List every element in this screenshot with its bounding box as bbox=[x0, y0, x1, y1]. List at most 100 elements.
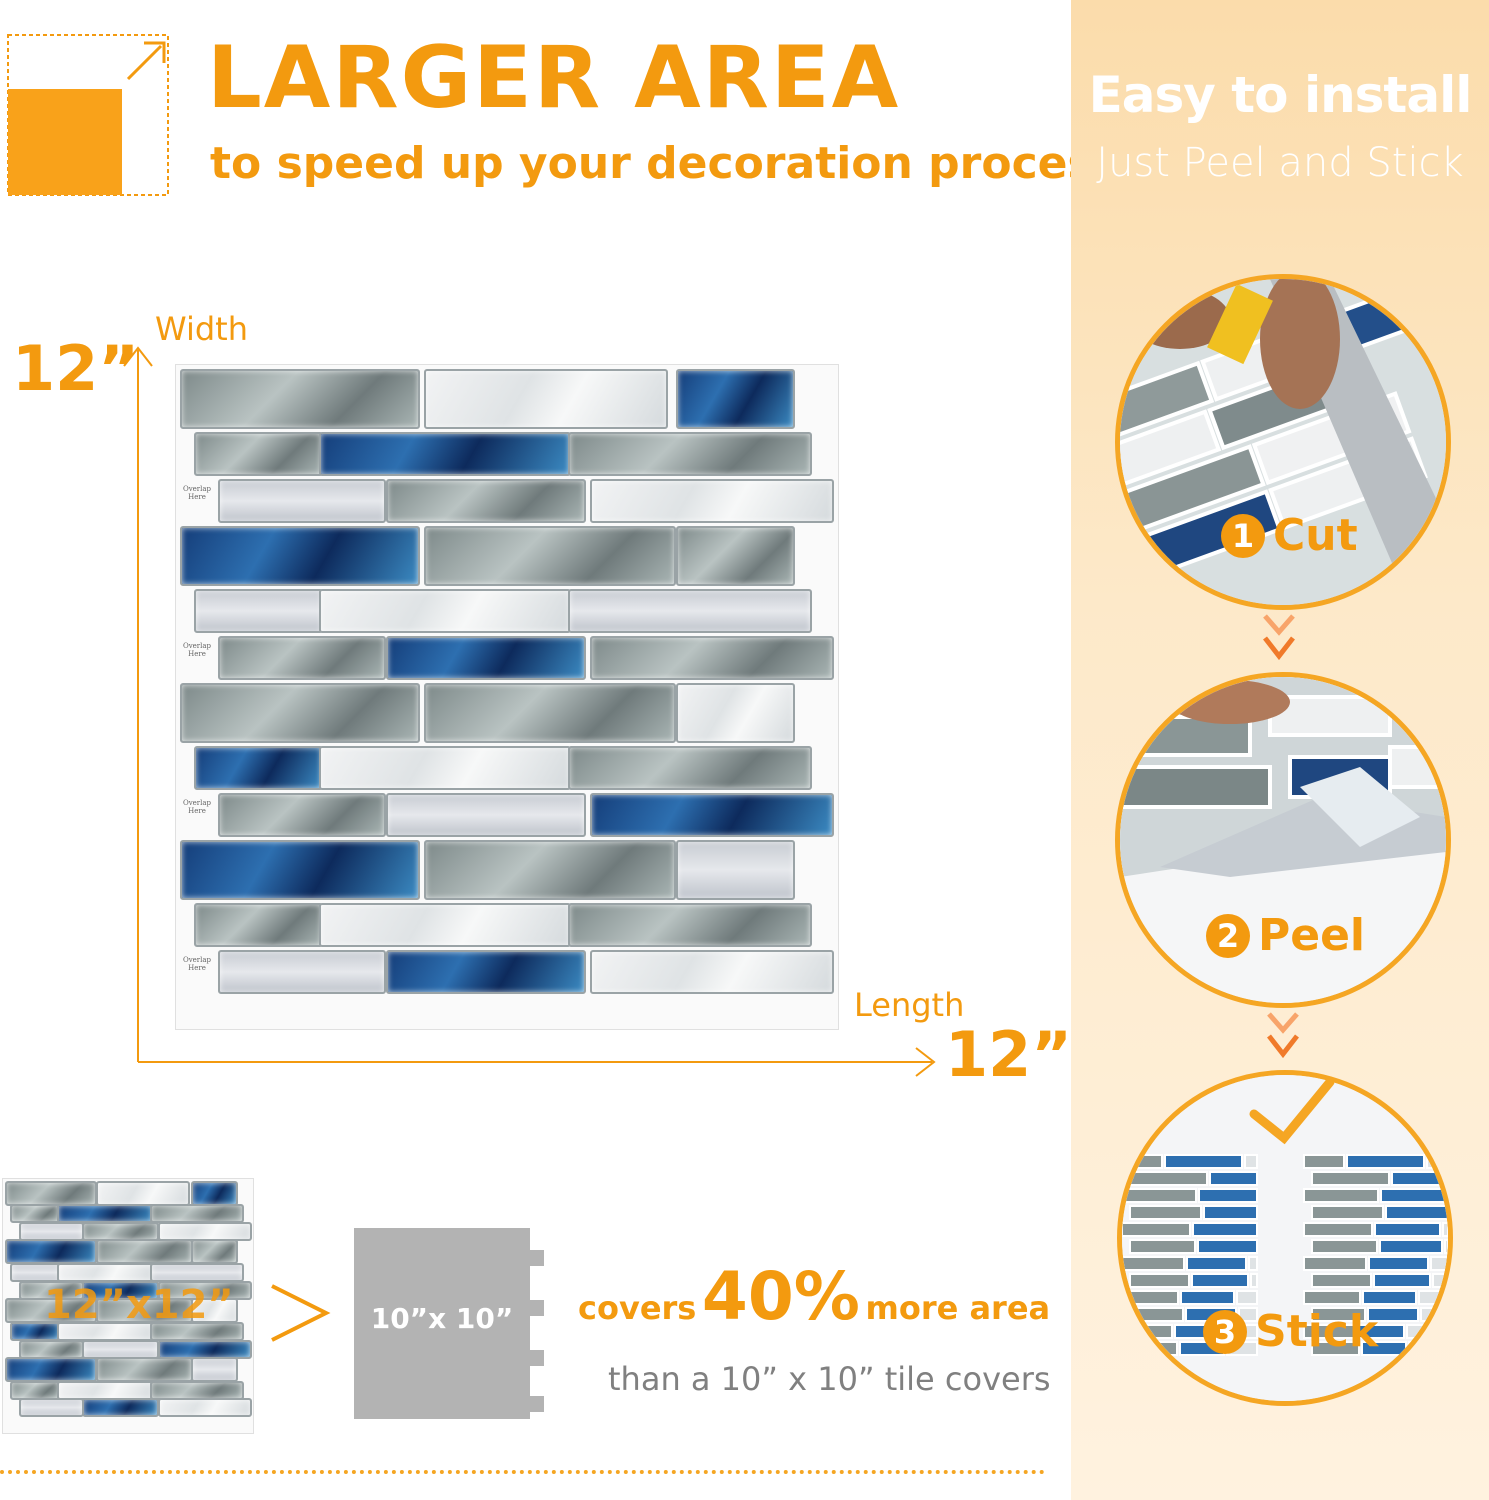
tile-brick bbox=[180, 840, 420, 900]
than-text: than a 10” x 10” tile covers bbox=[608, 1360, 1051, 1398]
tile-brick bbox=[386, 479, 586, 523]
tile-brick bbox=[386, 793, 586, 837]
tile-brick bbox=[218, 793, 386, 837]
length-label: Length bbox=[854, 986, 965, 1024]
tile-brick bbox=[150, 1204, 244, 1224]
tile-brick bbox=[9, 1263, 61, 1282]
tile-brick bbox=[180, 526, 420, 586]
tile-brick bbox=[676, 369, 795, 429]
tile-brick bbox=[590, 479, 834, 523]
small-tile-10x10: 10”x 10” bbox=[354, 1228, 544, 1419]
overlap-note: Overlap Here bbox=[182, 956, 212, 972]
tile-brick bbox=[218, 950, 386, 994]
page-title: LARGER AREA bbox=[207, 28, 901, 128]
step-cut-photo bbox=[1115, 274, 1451, 610]
tile-brick bbox=[18, 1221, 85, 1241]
tile-brick bbox=[56, 1204, 154, 1224]
covers-prefix: covers bbox=[578, 1289, 697, 1327]
tile-brick bbox=[424, 683, 676, 743]
install-panel: Easy to install Just Peel and Stick bbox=[1071, 0, 1489, 1500]
step-number: 1 bbox=[1221, 513, 1265, 558]
tile-brick bbox=[9, 1380, 61, 1400]
tile-brick bbox=[180, 369, 420, 429]
tile-brick bbox=[56, 1380, 154, 1400]
tile-brick bbox=[190, 1239, 238, 1265]
tile-brick bbox=[424, 369, 668, 429]
tile-brick bbox=[4, 1180, 97, 1206]
step-peel-photo bbox=[1115, 672, 1451, 1008]
tile-brick bbox=[424, 840, 676, 900]
expand-area-icon bbox=[6, 33, 170, 197]
greater-than-icon bbox=[271, 1284, 331, 1342]
tile-brick bbox=[4, 1357, 97, 1383]
dotted-divider bbox=[0, 1470, 1045, 1474]
tile-brick bbox=[180, 683, 420, 743]
tile-brick bbox=[319, 432, 571, 476]
dimension-axes bbox=[123, 346, 936, 1077]
page-subtitle: to speed up your decoration process bbox=[210, 138, 1120, 189]
tile-brick bbox=[18, 1398, 85, 1418]
tile-brick bbox=[319, 746, 571, 790]
tile-brick bbox=[194, 432, 323, 476]
step-label-text: Peel bbox=[1258, 910, 1366, 961]
tile-brick bbox=[81, 1339, 160, 1359]
step-peel: 2 Peel bbox=[1206, 910, 1365, 961]
tile-brick bbox=[190, 1180, 238, 1206]
arrow-chevron-icon bbox=[1263, 614, 1295, 661]
tile-brick bbox=[96, 1239, 193, 1265]
install-subtitle: Just Peel and Stick bbox=[1096, 140, 1464, 186]
tile-brick bbox=[96, 1180, 190, 1206]
tile-sheet-thumbnail bbox=[2, 1178, 254, 1434]
big-tile-label: 12”x12” bbox=[44, 1282, 234, 1328]
small-tile-label: 10”x 10” bbox=[370, 1302, 514, 1335]
overlap-note: Overlap Here bbox=[182, 642, 212, 658]
install-title: Easy to install bbox=[1088, 66, 1473, 124]
tile-brick bbox=[568, 589, 812, 633]
tile-brick bbox=[56, 1263, 154, 1282]
tile-brick bbox=[194, 589, 323, 633]
tile-brick bbox=[150, 1380, 244, 1400]
tile-brick bbox=[568, 432, 812, 476]
tile-brick bbox=[590, 793, 834, 837]
tile-brick bbox=[386, 950, 586, 994]
tile-brick bbox=[194, 746, 323, 790]
tile-brick bbox=[81, 1221, 160, 1241]
tile-brick bbox=[158, 1339, 253, 1359]
tile-brick bbox=[9, 1204, 61, 1224]
step-stick-photo bbox=[1117, 1070, 1453, 1406]
step-label-text: Cut bbox=[1273, 510, 1358, 561]
overlap-note: Overlap Here bbox=[182, 799, 212, 815]
tile-brick bbox=[590, 950, 834, 994]
tile-brick bbox=[158, 1221, 253, 1241]
tile-brick bbox=[150, 1263, 244, 1282]
tile-brick bbox=[190, 1357, 238, 1383]
tile-brick bbox=[676, 526, 795, 586]
length-value: 12” bbox=[945, 1018, 1073, 1091]
tile-brick bbox=[386, 636, 586, 680]
step-stick: 3 Stick bbox=[1203, 1306, 1378, 1357]
step-number: 3 bbox=[1203, 1309, 1247, 1354]
tile-brick bbox=[676, 683, 795, 743]
tile-brick bbox=[4, 1298, 97, 1324]
covers-percent: 40% bbox=[701, 1258, 860, 1335]
tile-brick bbox=[96, 1357, 193, 1383]
step-cut: 1 Cut bbox=[1221, 510, 1358, 561]
tile-brick bbox=[194, 903, 323, 947]
step-label-text: Stick bbox=[1255, 1306, 1379, 1357]
tile-brick bbox=[319, 589, 571, 633]
covers-suffix: more area bbox=[865, 1289, 1051, 1327]
tile-brick bbox=[319, 903, 571, 947]
checkmark-icon bbox=[1249, 1077, 1335, 1145]
overlap-note: Overlap Here bbox=[182, 485, 212, 501]
tile-brick bbox=[568, 903, 812, 947]
width-value: 12” bbox=[12, 332, 140, 405]
tile-brick bbox=[4, 1239, 97, 1265]
tile-brick bbox=[676, 840, 795, 900]
tile-brick bbox=[590, 636, 834, 680]
step-number: 2 bbox=[1206, 913, 1250, 958]
arrow-chevron-icon bbox=[1267, 1012, 1299, 1059]
tile-brick bbox=[218, 636, 386, 680]
tile-brick bbox=[18, 1339, 85, 1359]
tile-brick bbox=[81, 1398, 160, 1418]
